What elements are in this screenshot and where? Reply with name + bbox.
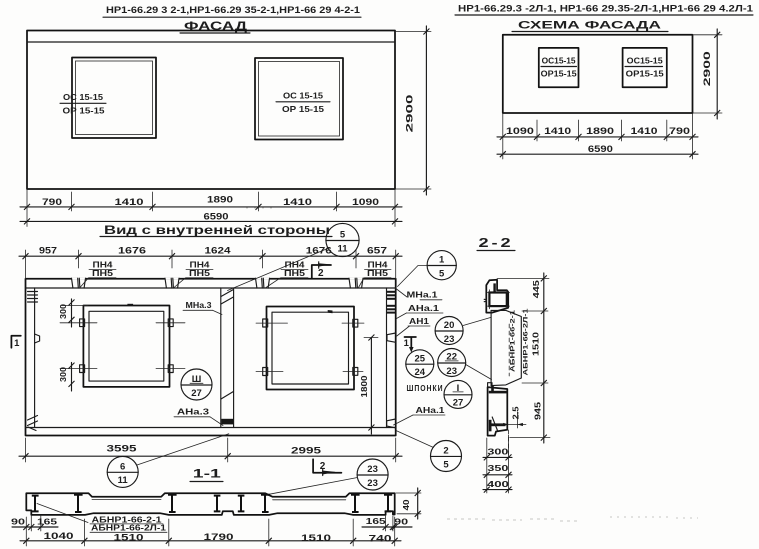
svg-text:ПН5: ПН5: [284, 269, 306, 278]
svg-text:1: 1: [14, 338, 20, 349]
svg-text:НР1-66.29.3 -2Л-1, НР1-66 29.3: НР1-66.29.3 -2Л-1, НР1-66 29.35-2Л-1,НР1…: [458, 4, 753, 14]
svg-text:МНа.3: МНа.3: [186, 300, 212, 310]
svg-text:2: 2: [443, 446, 448, 457]
svg-text:1-1: 1-1: [193, 467, 222, 481]
svg-text:СХЕМА ФАСАДА: СХЕМА ФАСАДА: [518, 20, 661, 32]
svg-text:3595: 3595: [107, 444, 137, 454]
svg-text:АНа.3: АНа.3: [177, 406, 209, 416]
svg-text:5: 5: [443, 459, 449, 470]
svg-text:11: 11: [118, 475, 129, 486]
svg-text:ПН4: ПН4: [285, 261, 306, 270]
svg-text:ОР 15-15: ОР 15-15: [282, 104, 324, 114]
svg-text:ПН5: ПН5: [367, 269, 389, 278]
svg-text:300: 300: [59, 366, 68, 382]
svg-text:1: 1: [404, 338, 410, 349]
svg-text:1676: 1676: [118, 246, 146, 256]
svg-text:ПН4: ПН4: [93, 261, 114, 270]
svg-text:1410: 1410: [631, 126, 658, 136]
svg-text:23: 23: [446, 366, 457, 377]
svg-text:АН1: АН1: [409, 316, 429, 326]
svg-text:90: 90: [11, 517, 25, 527]
svg-text:1510: 1510: [114, 533, 144, 543]
svg-text:1890: 1890: [586, 126, 614, 136]
svg-text:ПН5: ПН5: [92, 269, 114, 278]
svg-text:1090: 1090: [506, 126, 534, 136]
svg-text:ОС15-15: ОС15-15: [627, 57, 664, 66]
svg-text:657: 657: [367, 246, 387, 256]
svg-text:165: 165: [37, 517, 57, 527]
svg-text:5: 5: [439, 269, 445, 280]
svg-text:1676: 1676: [306, 246, 332, 256]
svg-text:2900: 2900: [405, 95, 416, 133]
svg-text:1890: 1890: [207, 195, 233, 205]
svg-text:1090: 1090: [352, 197, 379, 207]
svg-text:АБНР1-66-2-1: АБНР1-66-2-1: [510, 309, 517, 372]
svg-text:Ш: Ш: [192, 374, 202, 385]
svg-text:1040: 1040: [44, 531, 74, 541]
svg-text:ПН4: ПН4: [368, 261, 389, 270]
svg-text:400: 400: [487, 479, 509, 489]
svg-text:2-2: 2-2: [479, 236, 514, 250]
svg-text:23: 23: [367, 464, 378, 475]
svg-text:1800: 1800: [360, 375, 369, 398]
svg-text:5: 5: [340, 230, 346, 241]
svg-text:АБНР1-66-2Л-1: АБНР1-66-2Л-1: [522, 308, 529, 376]
svg-text:2: 2: [318, 268, 324, 279]
svg-text:ОС 15-15: ОС 15-15: [283, 91, 323, 101]
svg-text:Вид с внутренней стороны: Вид с внутренней стороны: [104, 225, 330, 237]
svg-text:2: 2: [320, 461, 326, 472]
svg-text:1510: 1510: [531, 332, 541, 356]
svg-text:2.5: 2.5: [512, 406, 521, 420]
svg-text:АНа.1: АНа.1: [408, 303, 439, 313]
svg-text:1410: 1410: [283, 197, 312, 207]
svg-text:1410: 1410: [115, 197, 144, 207]
svg-text:445: 445: [531, 280, 541, 298]
svg-text:ПН5: ПН5: [189, 269, 211, 278]
svg-text:27: 27: [191, 388, 202, 399]
svg-text:1: 1: [439, 255, 445, 266]
svg-text:6590: 6590: [204, 212, 229, 222]
svg-text:790: 790: [669, 126, 690, 136]
svg-text:АНа.1: АНа.1: [416, 405, 445, 415]
svg-text:300: 300: [487, 447, 508, 457]
svg-text:1410: 1410: [544, 126, 571, 136]
svg-text:6590: 6590: [588, 144, 613, 154]
svg-text:ПН4: ПН4: [190, 261, 211, 270]
svg-text:24: 24: [415, 367, 426, 378]
svg-text:11: 11: [337, 244, 348, 255]
svg-text:350: 350: [487, 463, 508, 473]
svg-text:957: 957: [39, 246, 57, 256]
svg-text:ОС 15-15: ОС 15-15: [63, 92, 103, 102]
svg-text:90: 90: [394, 517, 408, 527]
svg-text:ШПОНКИ: ШПОНКИ: [407, 383, 444, 393]
svg-text:I: I: [457, 383, 460, 394]
svg-text:25: 25: [415, 353, 426, 364]
svg-text:ОР15-15: ОР15-15: [541, 70, 578, 79]
svg-text:23: 23: [444, 334, 455, 345]
svg-text:40: 40: [402, 499, 411, 511]
svg-text:1790: 1790: [204, 532, 234, 542]
svg-text:20: 20: [444, 320, 455, 331]
svg-text:22: 22: [446, 352, 457, 363]
svg-text:790: 790: [42, 197, 62, 207]
svg-text:1510: 1510: [301, 533, 331, 543]
svg-text:2900: 2900: [702, 51, 712, 86]
svg-text:165: 165: [366, 516, 386, 526]
svg-text:740: 740: [369, 534, 392, 544]
svg-text:НР1-66.29 3 2-1,НР1-66.29 35-2: НР1-66.29 3 2-1,НР1-66.29 35-2-1,НР1-66 …: [106, 5, 360, 15]
svg-text:АБНР1-66-2Л-1: АБНР1-66-2Л-1: [91, 524, 167, 533]
svg-text:6: 6: [120, 461, 125, 472]
svg-text:АБНР1-66-2-1: АБНР1-66-2-1: [92, 515, 163, 524]
svg-text:2995: 2995: [291, 446, 321, 456]
svg-text:ОР 15-15: ОР 15-15: [63, 106, 105, 116]
svg-text:1624: 1624: [205, 246, 231, 256]
svg-text:23: 23: [367, 478, 378, 489]
svg-text:945: 945: [533, 402, 543, 420]
svg-text:27: 27: [453, 398, 464, 409]
svg-text:ОС15-15: ОС15-15: [542, 57, 577, 66]
svg-text:300: 300: [59, 303, 68, 319]
svg-text:ОР15-15: ОР15-15: [626, 70, 665, 79]
svg-text:МНа.1: МНа.1: [407, 289, 438, 299]
